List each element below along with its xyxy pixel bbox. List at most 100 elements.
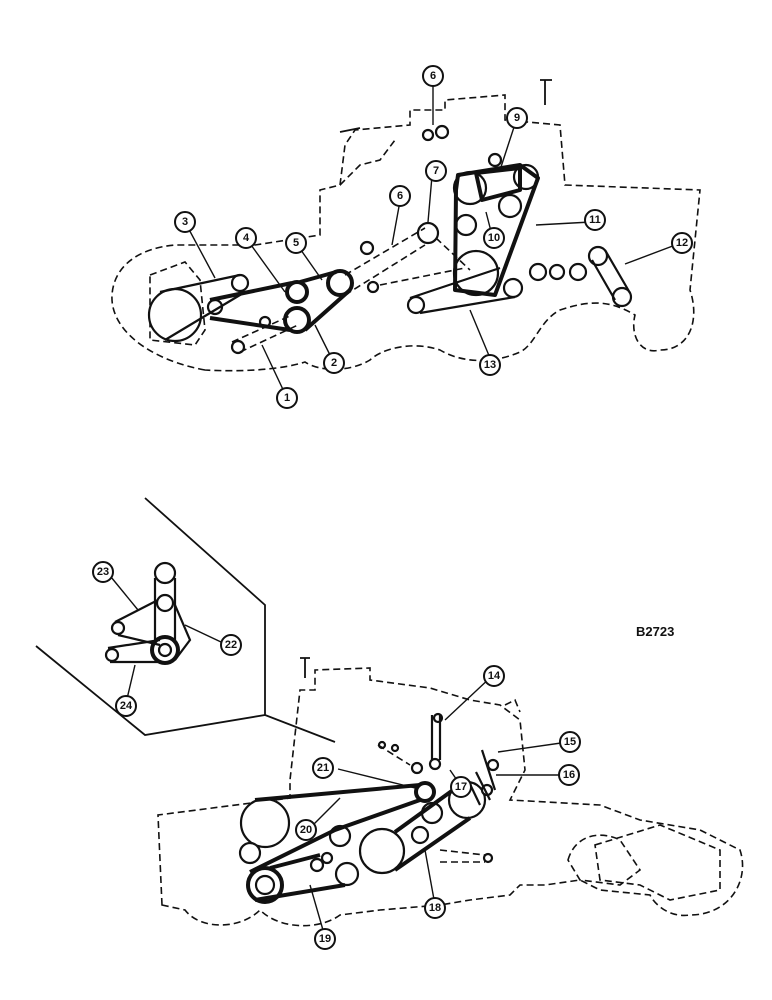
callout-19: 19 [314,928,336,950]
top-pulley-a [230,273,250,293]
bottom-pulley-k [486,758,500,772]
bottom-pulley-e [410,825,430,845]
top-belt-9 [474,166,522,202]
callout-label: 22 [225,639,237,651]
bottom-feeder-outline [567,834,642,886]
bottom-belt-19 [254,853,346,902]
callout-24: 24 [115,695,137,717]
callout-label: 21 [317,762,329,774]
inset-pulley-top [153,561,177,585]
bottom-shaft-18 [439,849,486,863]
top-pulley-i [366,280,380,294]
top-shaft-8 [344,227,426,296]
callout-13: 13 [479,354,501,376]
top-pulley-k [421,128,435,142]
callout-11: 11 [584,209,606,231]
callout-label: 18 [429,902,441,914]
top-pulley-h [359,240,375,256]
top-pulley-t [406,295,426,315]
callout-label: 20 [300,824,312,836]
top-pulley-x [587,245,609,267]
callout-16: 16 [558,764,580,786]
callout-label: 2 [331,357,337,369]
callout-label: 5 [293,237,299,249]
bottom-pulley-large-left [239,797,291,849]
bottom-pulley-idler-a [309,857,325,873]
inset-view [35,497,336,743]
inset-pulley-hub [157,642,173,658]
callout-label: 14 [488,670,501,682]
inset-pulley-left [110,620,126,636]
callout-label: 6 [397,190,403,202]
top-exhaust [540,79,552,105]
top-pulley-m [487,152,503,168]
bottom-pulley-g [414,781,436,803]
top-combine-view [111,79,701,399]
top-pulley-f [326,269,354,297]
callout-21: 21 [312,757,334,779]
top-pulley-s [502,277,524,299]
top-pulley-g [230,339,246,355]
top-pulley-p [497,193,523,219]
bottom-pulley-idler-b [320,851,334,865]
callout-label: 9 [514,112,520,124]
inset-pulley-mid [155,593,175,613]
callout-label: 23 [97,566,109,578]
top-belt-11 [453,163,540,297]
inset-frame [35,497,336,743]
top-pulley-w [568,262,588,282]
top-pulley-u [528,262,548,282]
bottom-shaft-top [377,744,411,766]
bottom-belt-21 [254,783,421,802]
bottom-pulley-h [410,761,424,775]
inset-belt-24 [107,638,162,664]
top-shaft-7 [379,237,471,286]
callout-12: 12 [671,232,693,254]
callout-label: 12 [676,237,688,249]
callout-4: 4 [235,227,257,249]
top-rail [339,127,361,133]
bottom-pulley-o [390,743,400,753]
callout-3: 3 [174,211,196,233]
callout-label: 19 [319,933,331,945]
callout-14: 14 [483,665,505,687]
bottom-pulley-c [334,861,360,887]
bottom-pulley-m [482,852,494,864]
callout-2: 2 [323,352,345,374]
bottom-belt-14 [430,715,442,760]
top-machine-outline [111,94,701,372]
drawing-code: B2723 [636,624,674,639]
callout-label: 4 [243,232,250,244]
callout-17: 17 [450,776,472,798]
callout-label: 6 [430,70,436,82]
bottom-machine-outline [157,667,744,927]
callout-1: 1 [276,387,298,409]
callout-label: 10 [488,232,500,244]
top-pulley-j [416,221,440,245]
callout-label: 24 [120,700,133,712]
bottom-belt-20 [249,798,421,874]
top-belt-5 [299,270,352,332]
top-belt-13 [409,266,516,315]
inset-belt-22 [173,604,192,661]
top-pulley-d [285,280,309,304]
callout-23: 23 [92,561,114,583]
bottom-pulley-i [428,757,442,771]
top-pulley-e [283,306,311,334]
bottom-exhaust [300,657,310,678]
callout-20: 20 [295,819,317,841]
top-belt-3 [159,273,246,341]
callout-label: 17 [455,781,467,793]
callout-10: 10 [483,227,505,249]
callout-label: 15 [564,736,576,748]
callout-label: 16 [563,769,575,781]
callout-6-top: 6 [422,65,444,87]
top-pulley-r [452,249,500,297]
callout-label: 11 [589,214,601,226]
callout-18: 18 [424,897,446,919]
bottom-combine-view [157,657,744,938]
bottom-pulley-drive-hub [254,874,276,896]
top-belt-4 [209,281,293,332]
top-cab-outline [339,139,396,186]
